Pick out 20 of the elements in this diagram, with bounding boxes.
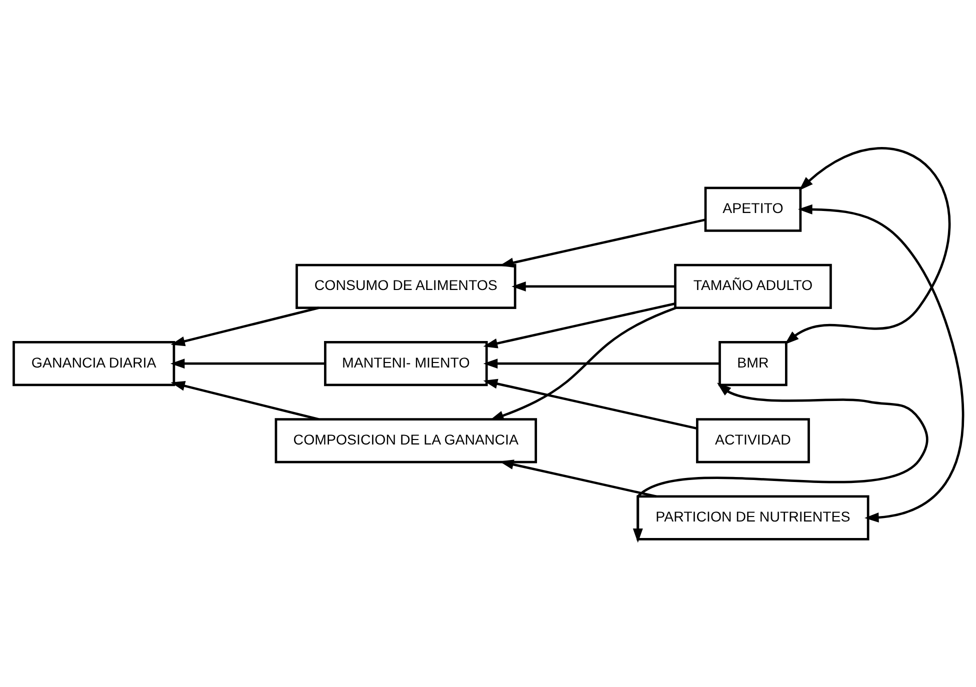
node-box: ACTIVIDAD [696, 418, 810, 464]
arrow [170, 306, 319, 346]
arrow [482, 302, 675, 348]
node-box: GANANCIA DIARIA [12, 341, 175, 386]
arrow [784, 147, 950, 345]
arrow [170, 381, 319, 420]
arrow [170, 358, 324, 369]
node-box: COMPOSICION DE LA GANANCIA [274, 418, 537, 464]
arrow [489, 306, 676, 420]
node-box: PARTICION DE NUTRIENTES [636, 495, 869, 540]
arrow [632, 382, 928, 543]
node-box: BMR [718, 341, 787, 386]
node-box: TAMAÑO ADULTO [674, 264, 832, 309]
node-box: MANTENI- MIENTO [324, 341, 488, 386]
node-box: CONSUMO DE ALIMENTOS [295, 264, 516, 309]
arrow [511, 281, 674, 292]
node-box: APETITO [704, 186, 802, 232]
arrow [798, 204, 964, 522]
arrow [482, 358, 720, 369]
arrow [482, 378, 697, 430]
